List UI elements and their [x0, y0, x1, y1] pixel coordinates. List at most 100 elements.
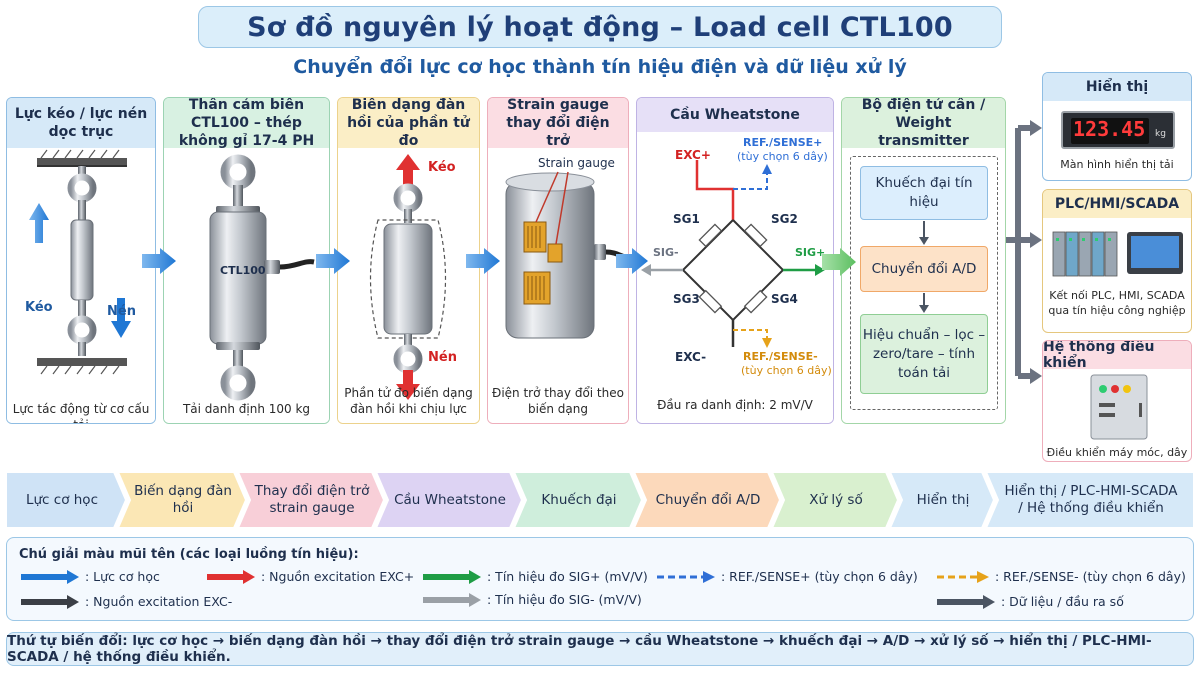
output-display: Hiển thị 123.45 kg Màn hình hiển thị tải [1042, 72, 1192, 181]
sg4-label: SG4 [771, 292, 798, 306]
control-cabinet-icon [1090, 374, 1148, 440]
panel-wheatstone-caption: Đầu ra danh định: 2 mV/V [657, 398, 813, 412]
pipeline-step: Khuếch đại [514, 472, 642, 528]
sig-minus-label: SIG- [653, 246, 679, 259]
strain-gauge-grid-bottom [523, 271, 551, 305]
output-control: Hệ thống điều khiển Điều khiển máy móc, … [1042, 340, 1192, 462]
output-display-caption: Màn hình hiển thị tải [1060, 158, 1174, 171]
step-amplify: Khuếch đại tín hiệu [860, 166, 988, 220]
push-arrow-icon [111, 298, 131, 338]
pull-arrow-icon [29, 203, 49, 243]
pipeline-step: Hiển thị [890, 472, 994, 528]
display-unit: kg [1155, 129, 1166, 139]
sg3-label: SG3 [673, 292, 700, 306]
output-control-caption: Điều khiển máy móc, dây chuyền [1046, 446, 1188, 459]
plc-hmi-icon [1052, 231, 1183, 277]
panel-sensor-body: Thân cảm biến CTL100 – thép không gỉ 17-… [163, 97, 330, 424]
panel-force-title: Lực kéo / lực nén dọc trục [7, 98, 155, 148]
pipeline-step: Biến dạng đàn hồi [118, 472, 246, 528]
output-control-title: Hệ thống điều khiển [1043, 341, 1191, 371]
wheatstone-bridge-diagram [641, 160, 825, 348]
pipeline-step-label: Biến dạng đàn hồi [134, 483, 232, 516]
load-cell-illustration [209, 154, 315, 401]
panel-elastic-caption: Phần tử đo biến dạng đàn hồi khi chịu lự… [344, 386, 473, 416]
pipeline-step-label: Thay đổi điện trở strain gauge [254, 483, 370, 516]
pipeline-step: Xử lý số [772, 472, 898, 528]
strain-gauge-label: Strain gauge [538, 156, 615, 170]
pipeline-step-label: Khuếch đại [541, 491, 617, 508]
panel-wheatstone: Cầu Wheatstone EXC+ REF./SENSE+ (tùy chọ… [636, 97, 834, 424]
force-rod-illustration [29, 149, 131, 375]
panel-transmitter-title: Bộ điện tử cân / Weight transmitter [842, 98, 1005, 149]
digital-display: 123.45 kg [1061, 111, 1175, 149]
legend-item-digital: : Dữ liệu / đầu ra số [935, 594, 1124, 609]
elastic-push-label: Nén [428, 350, 457, 365]
output-plc: PLC/HMI/SCADA Kết nối PLC, HMI, SCADA qu… [1042, 189, 1192, 333]
pipeline-step: Lực cơ học [6, 472, 126, 528]
page-subtitle: Chuyển đổi lực cơ học thành tín hiệu điệ… [293, 56, 907, 78]
legend-item-exc-plus: : Nguồn excitation EXC+ [205, 569, 414, 584]
panel-transmitter: Bộ điện tử cân / Weight transmitter Khuế… [841, 97, 1006, 424]
output-plc-caption: Kết nối PLC, HMI, SCADA qua tín hiệu côn… [1048, 289, 1186, 317]
strain-gauge-illustration [505, 171, 628, 339]
strain-gauge-grid-top [523, 221, 563, 263]
panel-gauge-title: Strain gauge thay đổi điện trở [488, 98, 628, 149]
ref-plus-note: (tùy chọn 6 dây) [737, 150, 828, 163]
transmitter-frame [850, 156, 998, 410]
pipeline-step-label: Xử lý số [809, 491, 863, 508]
exc-plus-label: EXC+ [675, 148, 711, 162]
exc-minus-label: EXC- [675, 350, 707, 364]
exc-plus-wire [695, 160, 735, 220]
panel-strain-gauge: Strain gauge thay đổi điện trở Strain ga… [487, 97, 629, 424]
page-title: Sơ đồ nguyên lý hoạt động – Load cell CT… [247, 11, 953, 43]
panel-gauge-caption: Điện trở thay đổi theo biến dạng [492, 386, 624, 416]
pipeline-step-label: Cầu Wheatstone [394, 491, 506, 508]
display-value: 123.45 [1073, 117, 1146, 141]
panel-elastic: Biến dạng đàn hồi của phần tử đo Kéo Nén… [337, 97, 480, 424]
elastic-pull-label: Kéo [428, 160, 456, 175]
pipeline-step: Thay đổi điện trở strain gauge [238, 472, 384, 528]
sensor-body-label: CTL100 [220, 264, 266, 277]
ref-minus-label: REF./SENSE- [743, 350, 818, 363]
legend-item-force: : Lực cơ học [19, 569, 160, 584]
title-banner: Sơ đồ nguyên lý hoạt động – Load cell CT… [198, 6, 1002, 48]
legend-item-sig-plus: : Tín hiệu đo SIG+ (mV/V) [421, 569, 648, 584]
pipeline-step-label: Lực cơ học [25, 491, 98, 508]
pipeline-step-label: Hiển thị / PLC-HMI-SCADA / Hệ thống điều… [1004, 483, 1178, 516]
sg1-label: SG1 [673, 212, 700, 226]
panel-force-caption: Lực tác động từ cơ cấu tải [12, 402, 150, 423]
pull-up-arrow-icon [396, 154, 420, 186]
legend: Chú giải màu mũi tên (các loại luồng tín… [6, 537, 1194, 621]
arrow-bridge-to-transmitter [822, 248, 856, 276]
push-down-arrow-icon [396, 370, 420, 400]
arrow-force-to-body [142, 248, 176, 274]
legend-item-ref-minus: : REF./SENSE- (tùy chọn 6 dây) [935, 569, 1186, 584]
arrow-body-to-elastic [316, 248, 350, 274]
arrow-elastic-to-gauge [466, 248, 500, 274]
step-adc: Chuyển đổi A/D [860, 246, 988, 292]
ref-plus-label: REF./SENSE+ [743, 136, 823, 149]
pull-label: Kéo [25, 300, 53, 315]
panel-sensor-caption: Tải danh định 100 kg [182, 402, 311, 416]
legend-title: Chú giải màu mũi tên (các loại luồng tín… [19, 547, 359, 562]
panel-force: Lực kéo / lực nén dọc trục Kéo Nén Lực t… [6, 97, 156, 424]
pipeline-step-label: Chuyển đổi A/D [655, 491, 761, 508]
panel-elastic-title: Biến dạng đàn hồi của phần tử đo [338, 98, 479, 149]
output-display-title: Hiển thị [1043, 73, 1191, 101]
output-distribution-arrows [1006, 120, 1042, 384]
pipeline-step: Chuyển đổi A/D [634, 472, 780, 528]
sig-plus-label: SIG+ [795, 246, 826, 259]
pipeline-step: Cầu Wheatstone [376, 472, 522, 528]
legend-item-sig-minus: : Tín hiệu đo SIG- (mV/V) [421, 592, 642, 607]
ref-minus-note: (tùy chọn 6 dây) [741, 364, 832, 377]
panel-sensor-title: Thân cảm biến CTL100 – thép không gỉ 17-… [164, 98, 329, 149]
pipeline-step-label: Hiển thị [916, 491, 970, 508]
panel-wheatstone-title: Cầu Wheatstone [637, 98, 833, 132]
arrow-gauge-to-bridge [616, 248, 648, 274]
pipeline-step: Hiển thị / PLC-HMI-SCADA / Hệ thống điều… [986, 472, 1194, 528]
elastic-deformation-illustration [369, 154, 447, 400]
conversion-sequence-footer: Thứ tự biến đổi: lực cơ học → biến dạng … [6, 632, 1194, 666]
step-calibrate: Hiệu chuẩn – lọc – zero/tare – tính toán… [860, 314, 988, 394]
sg2-label: SG2 [771, 212, 798, 226]
legend-item-ref-plus: : REF./SENSE+ (tùy chọn 6 dây) [655, 569, 918, 584]
